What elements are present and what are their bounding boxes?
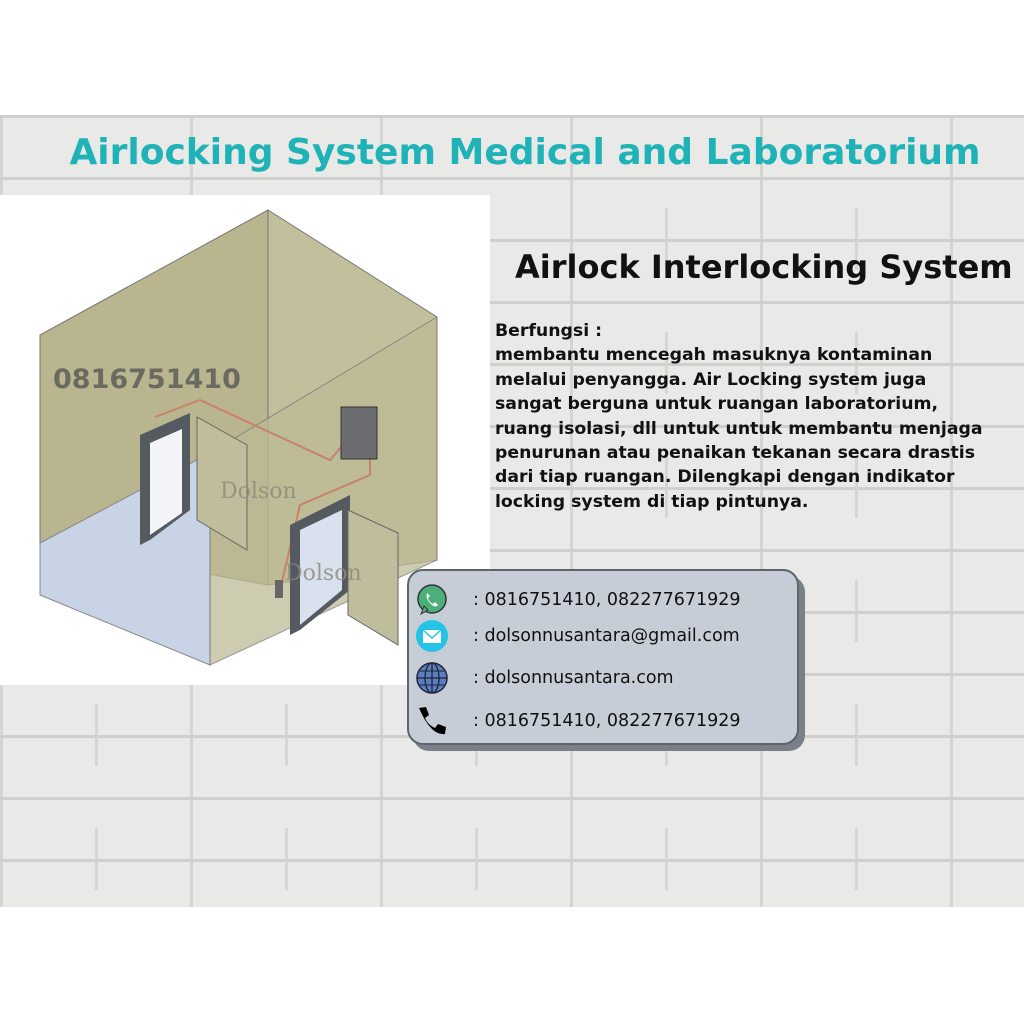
contact-text: : dolsonnusantara@gmail.com: [473, 626, 740, 646]
watermark: Dolson: [220, 479, 297, 504]
airlock-room-illustration: Dolson Dolson: [0, 195, 490, 685]
door-opening-right: [300, 510, 342, 625]
control-box-a: [340, 406, 378, 460]
description-line: membantu mencegah masuknya kontaminan: [495, 345, 933, 366]
door-right: [347, 509, 399, 646]
contact-phone[interactable]: : 0816751410, 082277671929: [415, 704, 741, 738]
section-heading: Airlock Interlocking System: [515, 248, 1013, 286]
contact-website[interactable]: : dolsonnusantara.com: [415, 661, 674, 695]
phone-icon: [415, 704, 449, 738]
description-line: melalui penyangga. Air Locking system ju…: [495, 369, 927, 390]
description-line: ruang isolasi, dll untuk untuk membantu …: [495, 418, 983, 439]
watermark: Dolson: [285, 561, 362, 586]
description-line: locking system di tiap pintunya.: [495, 491, 809, 512]
description-line: Berfungsi :: [495, 321, 603, 341]
door-opening-left: [150, 429, 182, 535]
description: Berfungsi : membantu mencegah masuknya k…: [495, 319, 1020, 514]
contact-whatsapp[interactable]: : 0816751410, 082277671929: [415, 583, 741, 617]
phone-overlay: 0816751410: [53, 364, 241, 395]
description-line: sangat berguna untuk ruangan laboratoriu…: [495, 394, 939, 415]
door-left: [196, 416, 248, 551]
globe-icon: [415, 661, 449, 695]
page-title: Airlocking System Medical and Laboratori…: [69, 132, 981, 173]
whatsapp-icon: [415, 583, 449, 617]
description-line: dari tiap ruangan. Dilengkapi dengan ind…: [495, 467, 955, 488]
email-icon: [415, 619, 449, 653]
description-line: penurunan atau penaikan tekanan secara d…: [495, 443, 976, 464]
contact-text: : dolsonnusantara.com: [473, 668, 674, 688]
card-reader-c: [275, 580, 283, 598]
contact-email[interactable]: : dolsonnusantara@gmail.com: [415, 619, 740, 653]
contact-text: : 0816751410, 082277671929: [473, 711, 741, 731]
contact-text: : 0816751410, 082277671929: [473, 590, 741, 610]
contact-card: : 0816751410, 082277671929 : dolsonnusan…: [407, 569, 799, 745]
